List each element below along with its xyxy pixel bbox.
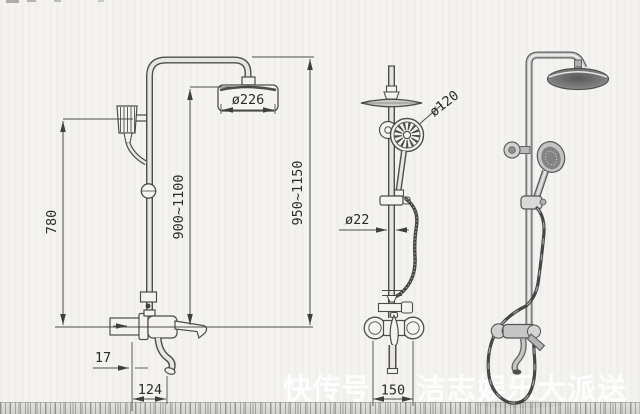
render-riser-pipe	[525, 51, 588, 332]
floor-texture-strip	[0, 402, 640, 414]
render-floor-shadow	[475, 400, 565, 408]
render-hose	[486, 206, 546, 405]
dim-label-head-diameter: ø226	[232, 92, 265, 108]
dim-label-holder-height: 780	[44, 210, 60, 234]
side-view-drawing: ø120 ø22 150	[339, 65, 462, 406]
faucet-front	[109, 309, 208, 375]
render-hand-shower	[532, 141, 566, 201]
front-view-drawing: 780 900~1100 950~1150 ø226 17 124	[44, 56, 314, 411]
scan-artifacts	[6, 0, 104, 3]
dim-900-1100	[187, 86, 252, 325]
dim-226	[220, 104, 276, 114]
dim-950-1150	[252, 56, 314, 325]
leader-120	[419, 104, 443, 124]
dim-label-spout-reach: 124	[138, 382, 162, 398]
hand-shower-holder	[116, 105, 148, 166]
dim-150	[372, 341, 414, 406]
render-mixer	[490, 323, 546, 375]
dim-label-inlet-distance: 150	[381, 383, 405, 399]
render-rain-head	[546, 59, 610, 91]
dim-label-hand-shower-diameter: ø120	[427, 88, 462, 121]
mixer-side	[363, 311, 425, 375]
dim-label-total-height: 950~1150	[290, 160, 306, 225]
render-wall-bracket	[503, 141, 531, 159]
dim-780	[60, 118, 133, 325]
render-slider-clamp	[520, 195, 547, 210]
hand-shower-side	[378, 117, 425, 197]
product-render	[475, 51, 610, 408]
dim-124	[131, 342, 168, 411]
wall-bracket-side	[382, 289, 402, 303]
diverter-side	[377, 301, 414, 314]
shower-hose-side	[394, 197, 419, 299]
dim-label-pipe-diameter: ø22	[345, 212, 369, 228]
dim-label-rail-height: 900~1100	[171, 174, 187, 239]
diverter-front	[139, 291, 158, 309]
dim-label-wall-offset: 17	[95, 350, 111, 366]
rain-head-side	[360, 98, 423, 108]
pipe-ball-joint	[140, 183, 157, 199]
